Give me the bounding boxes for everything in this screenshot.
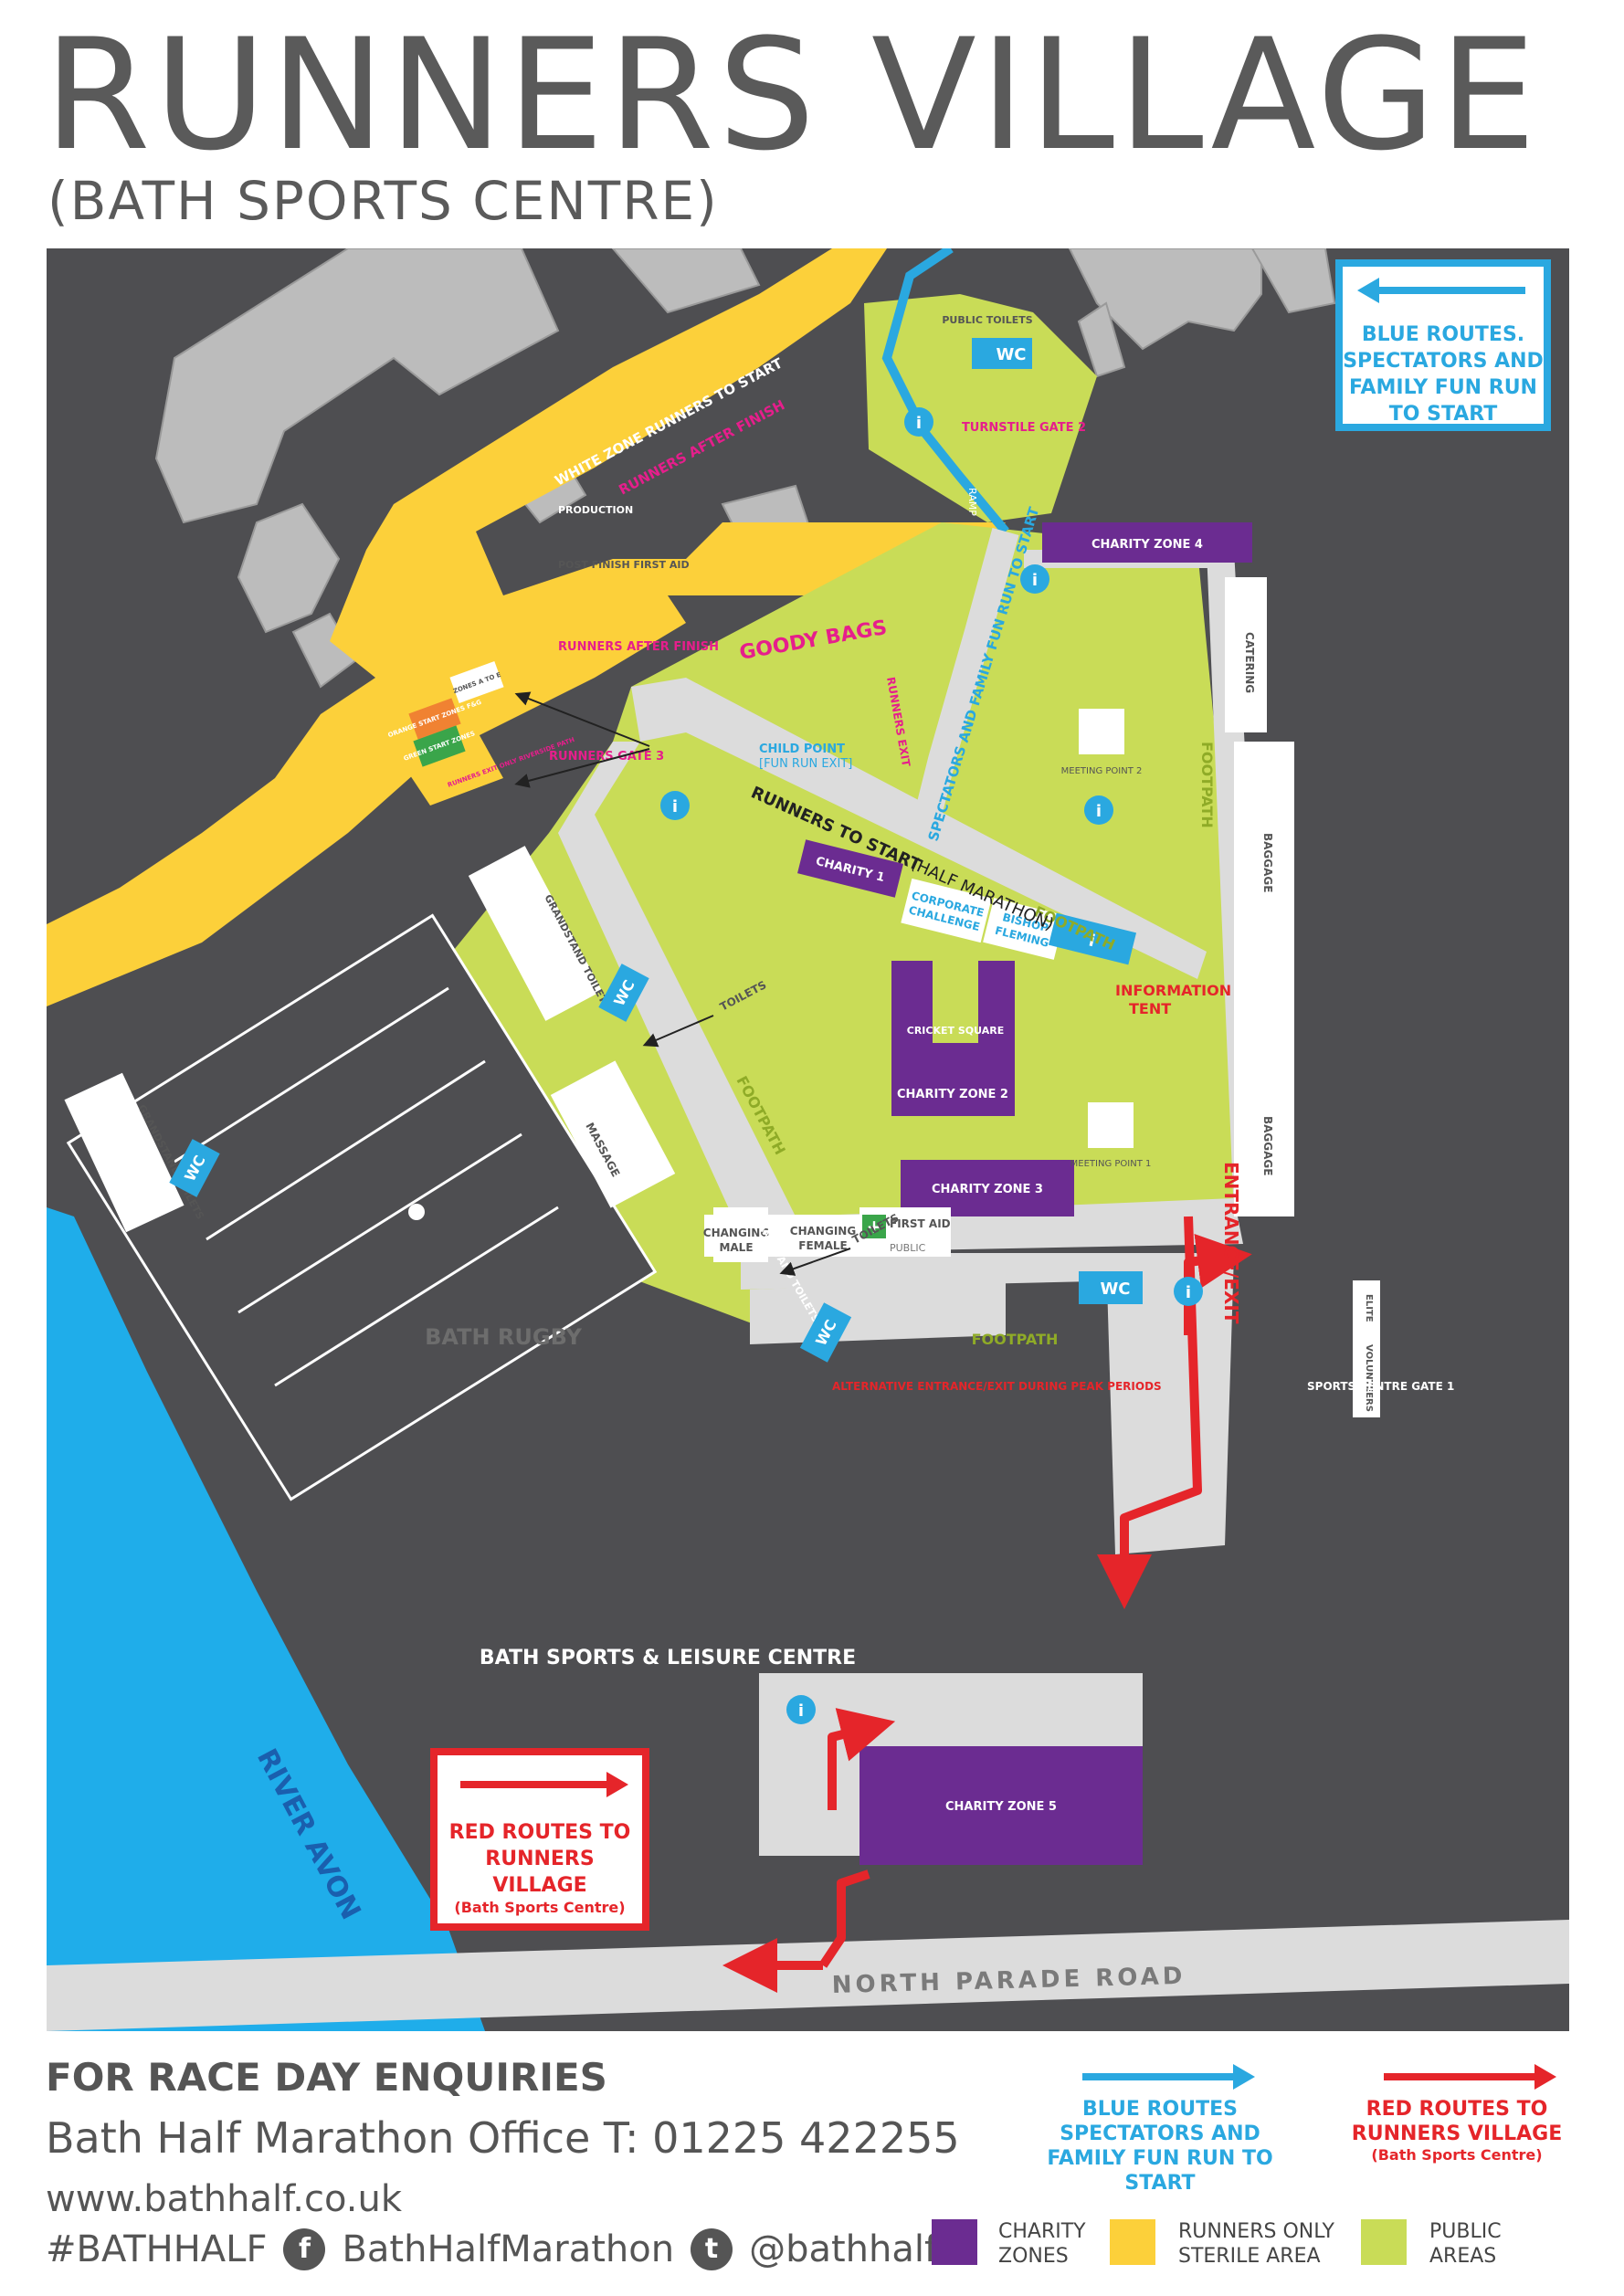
charity-zone-2[interactable] [891, 961, 1015, 1116]
blue-route[interactable] [881, 248, 1009, 535]
svg-text:FEMALE: FEMALE [798, 1239, 847, 1252]
svg-text:CRICKET SQUARE: CRICKET SQUARE [907, 1025, 1004, 1037]
legend-charity-swatch [932, 2219, 977, 2265]
information-tent-label: INFORMATION [1115, 982, 1231, 999]
charity-zone-3[interactable] [901, 1160, 1074, 1216]
legend-runners-label: RUNNERS ONLY STERILE AREA [1178, 2220, 1334, 2268]
svg-text:FOOTPATH: FOOTPATH [1198, 742, 1216, 828]
svg-text:i: i [1087, 931, 1097, 951]
legend-charity-label: CHARITY ZONES [998, 2220, 1086, 2268]
svg-text:+: + [867, 1216, 882, 1238]
rugby-pitch: BATH RUGBY [66, 913, 658, 1501]
website-link[interactable]: www.bathhalf.co.uk [46, 2178, 402, 2220]
information-tent-box[interactable] [1048, 912, 1137, 965]
svg-text:i: i [1186, 1283, 1191, 1302]
svg-text:PRODUCTION: PRODUCTION [558, 504, 633, 516]
svg-text:WC: WC [996, 345, 1026, 364]
facebook-icon[interactable]: f [283, 2228, 326, 2270]
svg-text:[FUN RUN EXIT]: [FUN RUN EXIT] [759, 757, 852, 771]
info-markers[interactable] [660, 407, 1203, 1724]
runners-only-area [47, 248, 887, 1006]
svg-text:RUNNERS GATE 3: RUNNERS GATE 3 [549, 750, 664, 764]
svg-text:MEETING POINT 1: MEETING POINT 1 [1070, 1159, 1152, 1169]
social-links: #BATHHALF f BathHalfMarathon t @bathhalf [46, 2228, 937, 2270]
legend-runners-swatch [1110, 2219, 1155, 2265]
charity-1[interactable] [797, 839, 903, 898]
facebook-handle[interactable]: BathHalfMarathon [342, 2228, 675, 2270]
svg-text:CHARITY ZONE 5: CHARITY ZONE 5 [945, 1800, 1057, 1814]
bishop-fleming-tent[interactable] [983, 898, 1065, 960]
legend-red-arrow [1384, 2073, 1539, 2080]
hashtag: #BATHHALF [46, 2228, 268, 2270]
page-subtitle: (BATH SPORTS CENTRE) [47, 170, 719, 232]
svg-text:BAGGAGE: BAGGAGE [1261, 1116, 1274, 1175]
svg-text:MALE: MALE [719, 1241, 753, 1254]
svg-text:MEETING POINT 2: MEETING POINT 2 [1061, 766, 1143, 776]
legend-blue-arrowhead [1233, 2064, 1255, 2090]
enquiries-heading: FOR RACE DAY ENQUIRIES [46, 2055, 607, 2100]
svg-text:RAMP: RAMP [966, 488, 978, 516]
red-routes [722, 1216, 1252, 1993]
charity-zone-5[interactable] [859, 1746, 1143, 1865]
red-routes-box: RED ROUTES TO RUNNERS VILLAGE (Bath Spor… [430, 1748, 649, 1931]
river-avon-water [47, 1207, 485, 2031]
svg-text:FIRST AID: FIRST AID [890, 1217, 951, 1230]
svg-text:BAGGAGE: BAGGAGE [1261, 833, 1274, 892]
blue-routes-box: BLUE ROUTES. SPECTATORS AND FAMILY FUN R… [1335, 259, 1551, 431]
svg-text:CHILD POINT: CHILD POINT [759, 743, 845, 756]
svg-text:i: i [672, 797, 678, 816]
svg-text:CHARITY ZONE 2: CHARITY ZONE 2 [897, 1088, 1008, 1101]
svg-text:CHARITY ZONE 3: CHARITY ZONE 3 [932, 1183, 1043, 1196]
legend-blue-routes: BLUE ROUTES SPECTATORS AND FAMILY FUN RU… [1047, 2098, 1273, 2195]
legend-red-arrowhead [1534, 2064, 1556, 2090]
svg-text:WC: WC [1100, 1280, 1130, 1299]
buildings [154, 248, 1336, 689]
svg-text:POST FINISH FIRST AID: POST FINISH FIRST AID [558, 559, 690, 571]
public-area-north [864, 294, 1097, 522]
svg-text:TURNSTILE GATE 2: TURNSTILE GATE 2 [962, 421, 1086, 435]
wc-blocks[interactable]: WC WC WC WC WC [169, 338, 1143, 1363]
svg-text:CHANGING: CHANGING [790, 1225, 856, 1238]
svg-text:CHANGING: CHANGING [703, 1227, 769, 1239]
legend-red-routes: RED ROUTES TO RUNNERS VILLAGE (Bath Spor… [1351, 2098, 1563, 2164]
entrance-exit-label: ENTRANCE/EXIT [1220, 1162, 1242, 1324]
svg-text:i: i [1096, 802, 1102, 821]
svg-text:SPORTS CENTRE GATE 1: SPORTS CENTRE GATE 1 [1307, 1380, 1454, 1393]
svg-text:PUBLIC: PUBLIC [890, 1242, 926, 1254]
svg-text:ALTERNATIVE ENTRANCE/EXIT DURI: ALTERNATIVE ENTRANCE/EXIT DURING PEAK PE… [832, 1380, 1162, 1393]
twitter-icon[interactable]: t [691, 2228, 733, 2270]
legend-public-label: PUBLIC AREAS [1429, 2220, 1502, 2268]
svg-text:TENT: TENT [1129, 1000, 1171, 1017]
service-tents [64, 577, 1380, 1417]
twitter-handle[interactable]: @bathhalf [749, 2228, 938, 2270]
svg-text:i: i [916, 414, 922, 433]
svg-text:ELITE: ELITE [1364, 1294, 1374, 1322]
svg-text:i: i [798, 1701, 804, 1721]
legend-blue-arrow [1082, 2073, 1238, 2080]
svg-text:VOLUNTEERS: VOLUNTEERS [1364, 1344, 1374, 1412]
svg-text:CHARITY ZONE 4: CHARITY ZONE 4 [1091, 538, 1203, 552]
bath-rugby-label: BATH RUGBY [425, 1324, 582, 1350]
svg-text:RUNNERS AFTER FINISH: RUNNERS AFTER FINISH [558, 640, 719, 654]
svg-text:FOOTPATH: FOOTPATH [972, 1331, 1059, 1348]
corporate-challenge-tent[interactable] [901, 878, 992, 943]
svg-text:CATERING: CATERING [1243, 632, 1256, 693]
legend-public-swatch [1361, 2219, 1407, 2265]
page-title: RUNNERS VILLAGE [44, 5, 1540, 184]
office-contact: Bath Half Marathon Office T: 01225 42225… [46, 2113, 960, 2163]
svg-text:PUBLIC TOILETS: PUBLIC TOILETS [942, 314, 1032, 326]
meeting-points[interactable] [1079, 709, 1134, 1148]
leisure-centre-label: BATH SPORTS & LEISURE CENTRE [480, 1647, 856, 1669]
svg-text:i: i [1032, 571, 1038, 590]
venue-map[interactable]: NORTH PARADE ROAD BATH RUGBY CHARITY ZON… [47, 248, 1569, 2031]
charity-zone-4[interactable] [1042, 522, 1252, 563]
